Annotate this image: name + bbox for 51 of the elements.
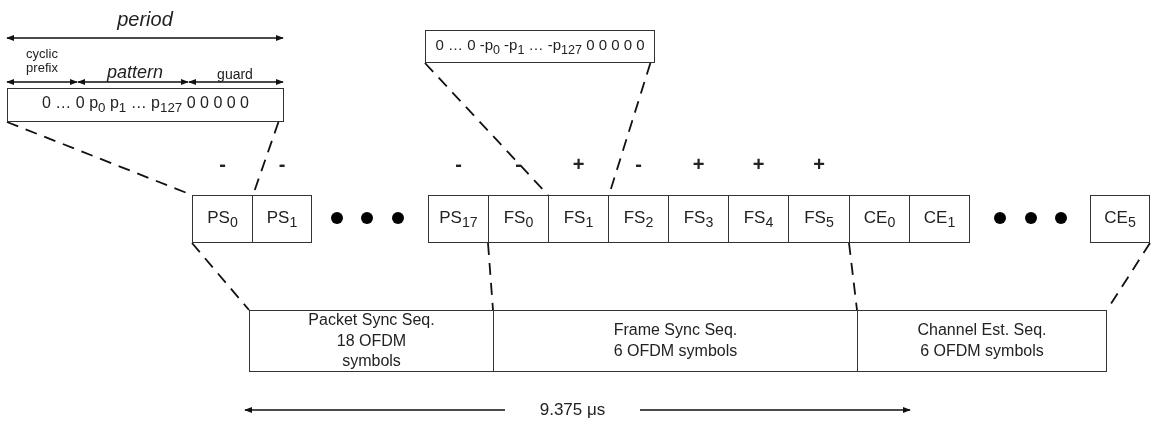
dimension-label: period bbox=[116, 8, 175, 31]
dimension-label: cyclic prefix bbox=[25, 47, 59, 76]
sign-label: + bbox=[691, 153, 706, 176]
symbol-label: PS$_{17}$ bbox=[439, 207, 478, 231]
dashed-line bbox=[487, 242, 494, 311]
symbol-label: CE$_{0}$ bbox=[863, 207, 896, 231]
sign-label: - bbox=[514, 153, 523, 176]
symbol-label: FS$_{2}$ bbox=[623, 207, 654, 231]
symbol-label: FS$_{3}$ bbox=[683, 207, 714, 231]
dimension-label: pattern bbox=[105, 62, 164, 83]
sign-label: - bbox=[218, 153, 227, 176]
sign-label: - bbox=[634, 153, 643, 176]
sequence-segment-box bbox=[493, 310, 858, 372]
symbol-label: PS$_{0}$ bbox=[207, 207, 238, 231]
sign-label: + bbox=[751, 153, 766, 176]
sequence-segment-box bbox=[857, 310, 1107, 372]
dimension-label: guard bbox=[216, 66, 254, 82]
sequence-segment-box bbox=[249, 310, 494, 372]
symbol-label: CE$_{1}$ bbox=[923, 207, 956, 231]
symbol-box bbox=[428, 195, 489, 243]
symbol-box bbox=[1090, 195, 1150, 243]
sign-label: + bbox=[571, 153, 586, 176]
symbol-label: FS$_{0}$ bbox=[503, 207, 534, 231]
sign-label: - bbox=[277, 153, 287, 176]
symbol-label: 0 … 0 p$_{0}$ p$_{1}$ … p$_{127}$ 0 0 0 0 0 bbox=[42, 94, 249, 116]
symbol-label: CE$_{5}$ bbox=[1104, 207, 1136, 231]
symbol-box bbox=[608, 195, 669, 243]
symbol-box bbox=[728, 195, 789, 243]
symbol-box bbox=[192, 195, 253, 243]
symbol-label: FS$_{4}$ bbox=[743, 207, 774, 231]
symbol-box bbox=[548, 195, 609, 243]
dashed-line bbox=[191, 242, 250, 311]
sign-label: - bbox=[454, 153, 463, 176]
symbol-label: 0 … 0 -p$_{0}$ -p$_{1}$ … -p$_{127}$ 0 0 0 0 0 bbox=[435, 36, 645, 57]
symbol-box bbox=[849, 195, 910, 243]
sign-label: + bbox=[812, 153, 826, 176]
symbol-box bbox=[252, 195, 312, 243]
segment-label: Frame Sync Seq. 6 OFDM symbols bbox=[612, 320, 739, 361]
dashed-line bbox=[848, 242, 858, 311]
symbol-label: FS$_{5}$ bbox=[804, 207, 834, 231]
symbol-box bbox=[909, 195, 970, 243]
segment-label: Packet Sync Seq. 18 OFDM symbols bbox=[307, 309, 436, 372]
symbol-box bbox=[488, 195, 549, 243]
symbol-label: PS$_{1}$ bbox=[266, 207, 298, 231]
dimension-label: 9.375 μs bbox=[538, 400, 607, 420]
symbol-label: FS$_{1}$ bbox=[563, 207, 594, 231]
symbol-box bbox=[668, 195, 729, 243]
sequence-box bbox=[425, 30, 655, 63]
sequence-box bbox=[7, 88, 284, 122]
symbol-box bbox=[788, 195, 850, 243]
segment-label: Channel Est. Seq. 6 OFDM symbols bbox=[917, 320, 1047, 361]
